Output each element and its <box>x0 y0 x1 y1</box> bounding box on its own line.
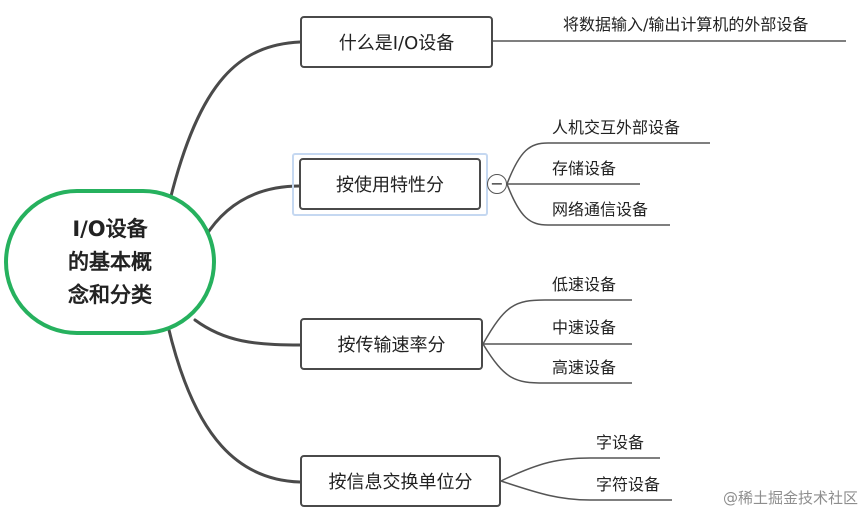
root-topic-line-1: I/O设备 <box>72 216 148 241</box>
leaf-topic[interactable]: 存储设备 <box>552 159 617 178</box>
leaf-topic[interactable]: 低速设备 <box>552 275 617 294</box>
branch-topic-label: 什么是I/O设备 <box>338 33 455 54</box>
connector-branch-4-leaf-1 <box>500 457 660 482</box>
branch-topic-what-is-io[interactable]: 什么是I/O设备 <box>300 16 493 68</box>
root-topic-line-2: 的基本概 <box>68 249 152 274</box>
branch-topic-label: 按传输速率分 <box>337 335 446 356</box>
leaf-topic[interactable]: 将数据输入/输出计算机的外部设备 <box>563 15 809 34</box>
branch-topic-label: 按使用特性分 <box>336 175 444 196</box>
connector-root-to-branch-3 <box>193 318 302 347</box>
connector-branch-3-leaf-3 <box>482 343 632 384</box>
collapse-toggle-button[interactable]: − <box>487 174 507 194</box>
branch-topic-by-unit[interactable]: 按信息交换单位分 <box>300 455 501 507</box>
leaf-topic[interactable]: 网络通信设备 <box>552 200 649 219</box>
connector-branch-3-leaf-1 <box>482 299 632 345</box>
branch-topic-by-usage[interactable]: 按使用特性分 <box>299 158 481 210</box>
connector-root-to-branch-4 <box>166 324 302 484</box>
root-topic[interactable]: I/O设备 的基本概 念和分类 <box>4 189 216 335</box>
root-topic-line-3: 念和分类 <box>68 282 152 307</box>
leaf-topic[interactable]: 中速设备 <box>552 318 617 337</box>
leaf-topic[interactable]: 字符设备 <box>596 475 661 494</box>
connector-root-to-branch-2 <box>203 184 302 239</box>
connector-branch-2-leaf-1 <box>506 142 710 185</box>
leaf-topic[interactable]: 字设备 <box>596 433 645 452</box>
leaf-topic[interactable]: 高速设备 <box>552 358 617 377</box>
branch-topic-label: 按信息交换单位分 <box>328 472 473 493</box>
connector-branch-4-leaf-2 <box>500 480 672 501</box>
watermark: @稀土掘金技术社区 <box>722 489 858 507</box>
connector-root-to-branch-1 <box>168 40 302 202</box>
leaf-topic[interactable]: 人机交互外部设备 <box>552 118 681 137</box>
branch-topic-by-rate[interactable]: 按传输速率分 <box>300 318 483 370</box>
connector-branch-2-leaf-3 <box>506 183 670 226</box>
